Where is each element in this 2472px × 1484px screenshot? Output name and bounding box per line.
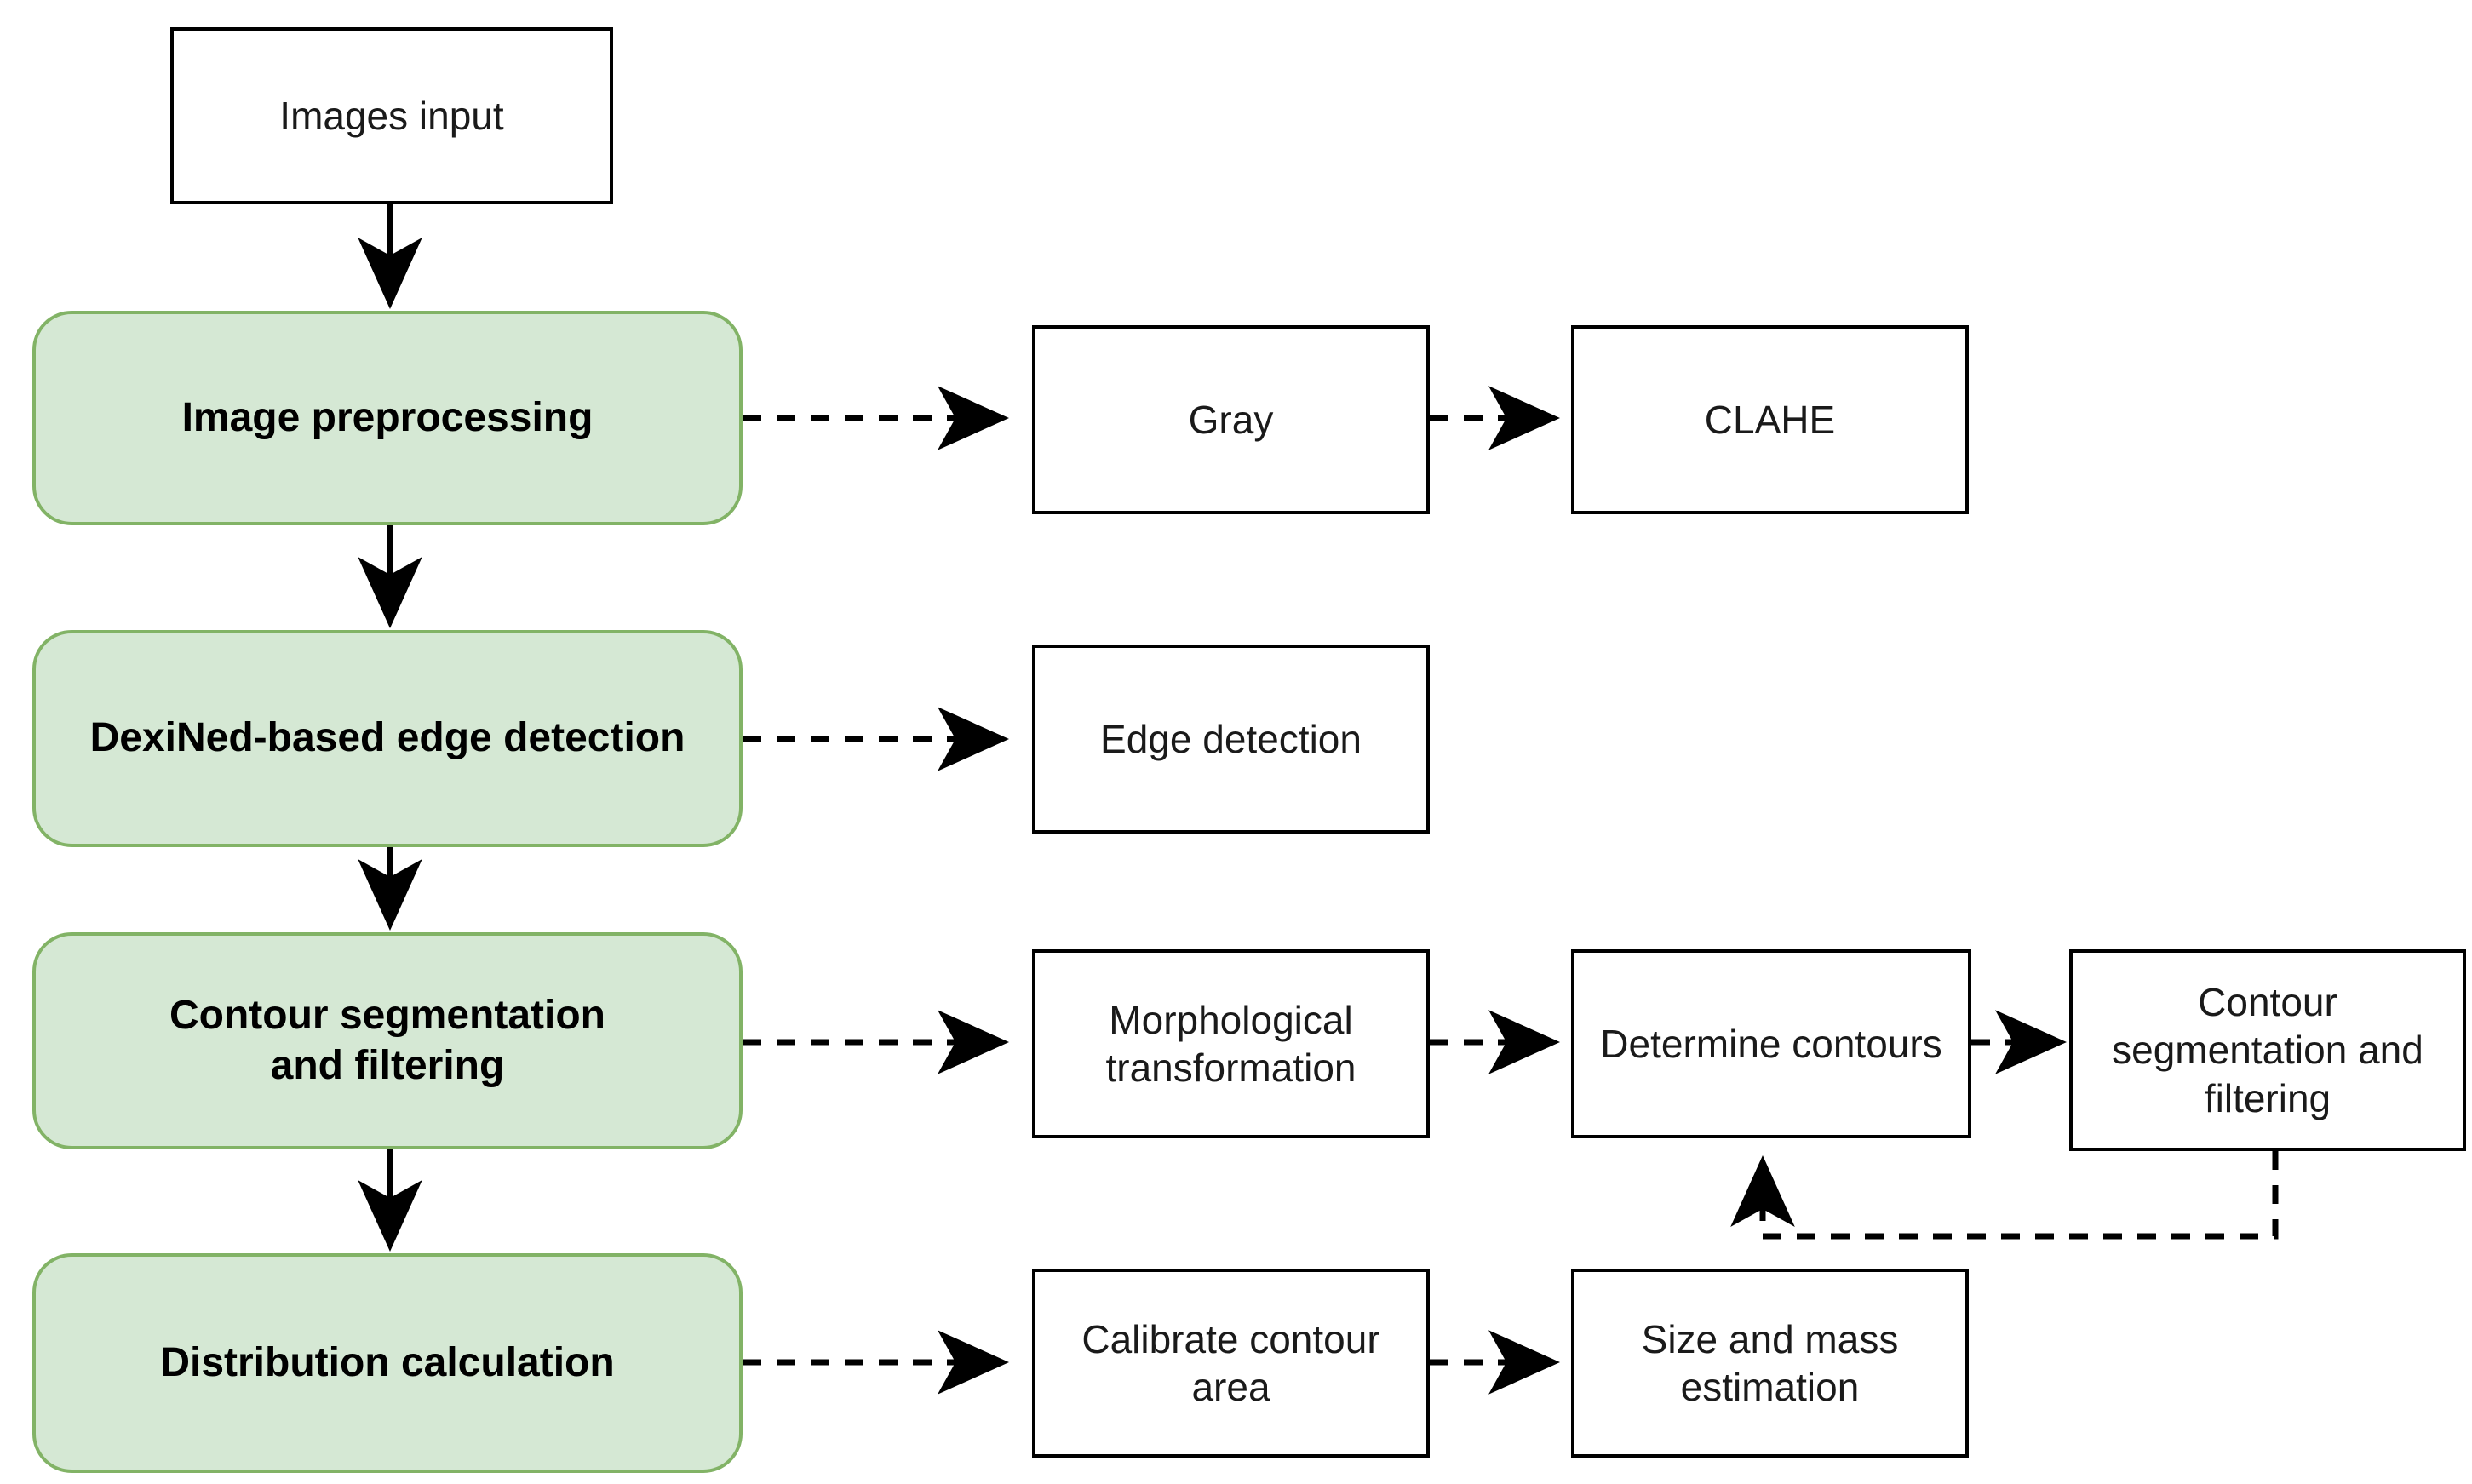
node-contour-segmentation-filtering-step-label: Contour segmentation and filtering xyxy=(2112,980,2423,1120)
node-size-and-mass-estimation[interactable]: Size and mass estimation xyxy=(1571,1269,1969,1458)
node-determine-contours-label: Determine contours xyxy=(1600,1021,1942,1066)
node-gray[interactable]: Gray xyxy=(1032,325,1430,514)
node-morphological-transformation[interactable]: Morphological transformation xyxy=(1032,949,1430,1138)
stage-image-preprocessing-label: Image preprocessing xyxy=(181,394,594,440)
stage-distribution-calculation[interactable]: Distribution calculation xyxy=(32,1253,743,1473)
stage-distribution-calculation-label: Distribution calculation xyxy=(160,1339,615,1385)
node-contour-segmentation-filtering-step[interactable]: Contour segmentation and filtering xyxy=(2069,949,2466,1151)
node-calibrate-contour-area-label: Calibrate contour area xyxy=(1081,1316,1380,1409)
edge-feedback-contourfilter-to-determine xyxy=(1730,1151,2279,1240)
stage-image-preprocessing[interactable]: Image preprocessing xyxy=(32,311,743,525)
node-determine-contours[interactable]: Determine contours xyxy=(1571,949,1971,1138)
stage-dexined-edge-detection-label: DexiNed-based edge detection xyxy=(89,715,685,761)
stage-dexined-edge-detection[interactable]: DexiNed-based edge detection xyxy=(32,630,743,847)
stage-contour-segmentation-filtering[interactable]: Contour segmentation and filtering xyxy=(32,932,743,1149)
node-size-and-mass-estimation-label: Size and mass estimation xyxy=(1641,1316,1899,1409)
node-morphological-transformation-label: Morphological transformation xyxy=(1105,997,1356,1090)
node-gray-label: Gray xyxy=(1188,397,1274,442)
node-clahe[interactable]: CLAHE xyxy=(1571,325,1969,514)
node-images-input-label: Images input xyxy=(279,93,504,138)
stage-contour-segmentation-filtering-label: Contour segmentation and filtering xyxy=(169,992,605,1088)
node-edge-detection-label: Edge detection xyxy=(1100,716,1362,761)
node-calibrate-contour-area[interactable]: Calibrate contour area xyxy=(1032,1269,1430,1458)
node-images-input[interactable]: Images input xyxy=(170,27,613,204)
node-clahe-label: CLAHE xyxy=(1704,397,1836,442)
node-edge-detection[interactable]: Edge detection xyxy=(1032,645,1430,834)
